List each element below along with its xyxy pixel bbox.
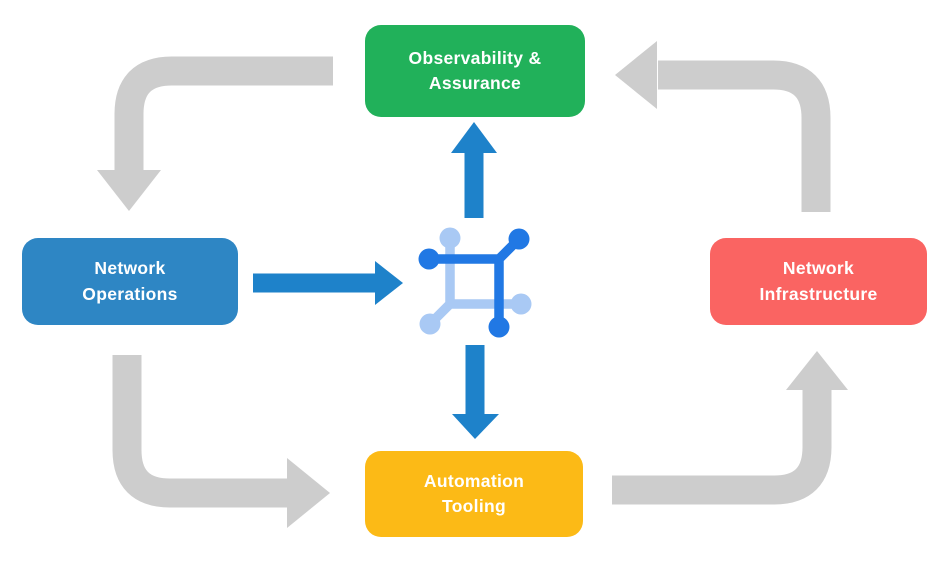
- arrow-operations-to-center: [253, 261, 403, 305]
- arrow-center-to-automation: [452, 345, 499, 439]
- arrow-observability-to-operations: [97, 56, 333, 211]
- node-network-infrastructure-label: Network Infrastructure: [759, 258, 878, 304]
- arrow-infrastructure-to-observability: [615, 41, 831, 212]
- node-observability-assurance: Observability & Assurance: [365, 25, 585, 117]
- node-network-operations-label: Network Operations: [82, 258, 178, 304]
- node-observability-assurance-label: Observability & Assurance: [408, 47, 542, 93]
- node-automation-tooling: Automation Tooling: [365, 451, 583, 537]
- icon-dark-half: [418, 228, 530, 338]
- network-automation-icon: [418, 227, 532, 338]
- arrow-automation-to-infrastructure: [612, 351, 848, 505]
- arrow-center-to-observability: [451, 122, 497, 218]
- arrow-operations-to-automation: [112, 355, 330, 528]
- node-network-operations: Network Operations: [22, 238, 238, 325]
- node-automation-tooling-label: Automation Tooling: [423, 470, 525, 516]
- node-network-infrastructure: Network Infrastructure: [710, 238, 927, 325]
